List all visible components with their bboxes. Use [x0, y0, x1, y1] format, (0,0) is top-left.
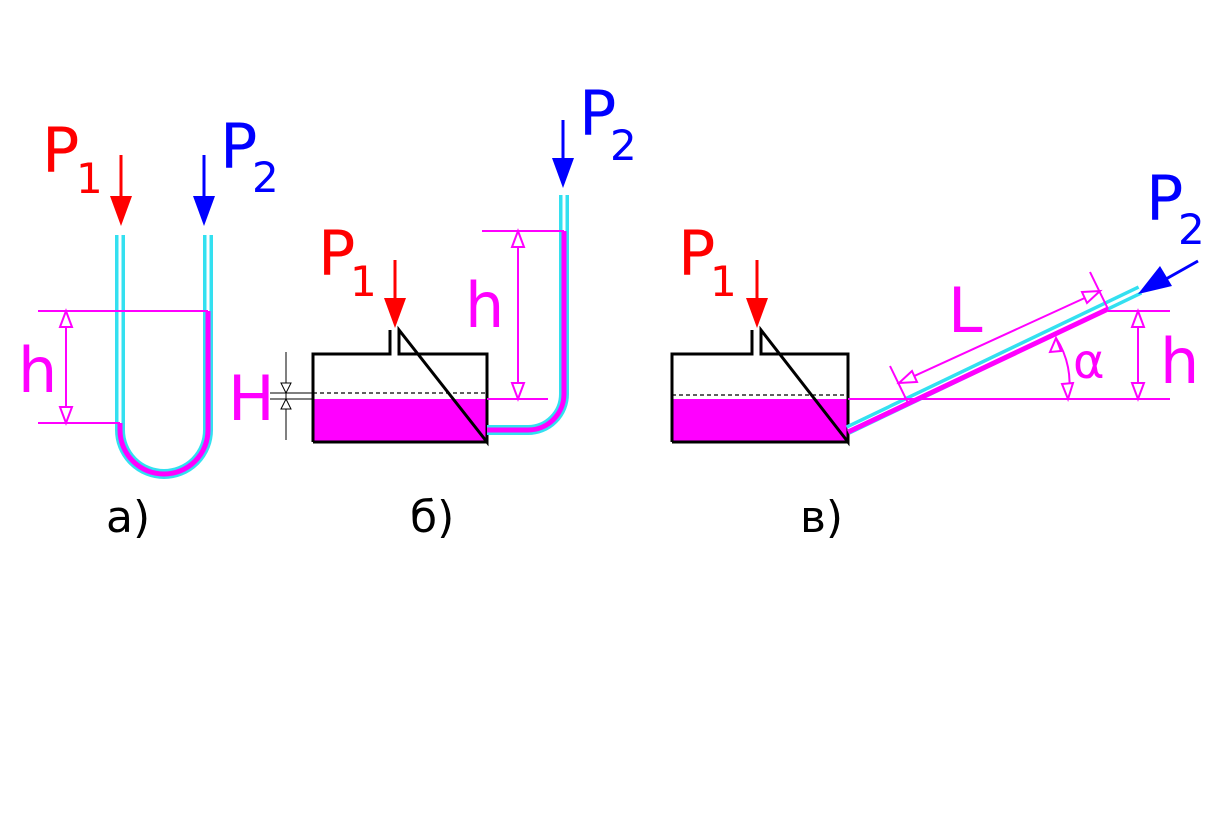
p2-arrow-head: [193, 196, 215, 226]
cup-p2-label: P: [579, 77, 616, 150]
inc-p2-subscript: 2: [1178, 205, 1205, 254]
inc-p1-subscript: 1: [710, 257, 737, 306]
h-arrow-top: [58, 308, 74, 328]
inc-tube-liquid: [846, 306, 1110, 435]
L-ext-left: [889, 365, 909, 404]
inc-p1-label: P: [678, 217, 715, 290]
inc-vessel-liquid: [672, 399, 848, 442]
caption-a: а): [106, 492, 150, 543]
alpha-label: α: [1073, 334, 1105, 390]
p1-subscript: 1: [76, 154, 103, 203]
inc-h-label: h: [1160, 325, 1199, 398]
h-arrow-bottom: [58, 406, 74, 426]
vessel-liquid: [313, 399, 487, 442]
p1-arrow-head: [110, 196, 132, 226]
u-tube-manometer: P 1 P 2 h а): [18, 110, 279, 543]
inc-vessel-outline: [670, 325, 850, 447]
cup-p1-subscript: 1: [350, 257, 377, 306]
p2-label: P: [220, 110, 257, 183]
caption-b: б): [410, 492, 454, 543]
u-tube-cyan: [115, 235, 213, 479]
L-arrow-right: [1080, 289, 1103, 305]
H-arrow-bottom: [280, 397, 292, 410]
p2-subscript: 2: [252, 153, 279, 202]
inc-h-arrow-top: [1130, 308, 1146, 328]
inc-p2-arrow-head: [1138, 266, 1172, 294]
inclined-manometer: P 1 P 2 L α h в): [670, 162, 1205, 543]
alpha-arrow-top: [1048, 335, 1063, 354]
H-label: H: [228, 362, 275, 435]
inc-h-arrow-bottom: [1130, 382, 1146, 402]
L-arrow-left: [896, 369, 919, 385]
L-label: L: [948, 274, 983, 347]
caption-c: в): [800, 492, 843, 543]
H-arrow-top: [280, 382, 292, 395]
cup-manometer: P 1 P 2 h H б): [228, 77, 637, 543]
cup-p2-subscript: 2: [610, 121, 637, 170]
cup-h-arrow-top: [510, 228, 526, 248]
cup-p2-arrow-head: [552, 158, 574, 188]
p1-label: P: [42, 114, 79, 187]
inc-p2-label: P: [1146, 162, 1183, 235]
alpha-arrow-bottom: [1060, 381, 1075, 402]
u-tube-inner: [118, 235, 210, 476]
cup-tube-liquid: [487, 231, 567, 433]
cup-p1-label: P: [318, 217, 355, 290]
cup-p1-arrow-head: [384, 298, 406, 328]
L-dimension: [898, 290, 1101, 384]
inc-p1-arrow-head: [746, 298, 768, 328]
cup-h-label: h: [465, 269, 504, 342]
h-label: h: [18, 334, 57, 407]
vessel-outline: [311, 325, 489, 447]
u-tube-liquid: [117, 311, 211, 477]
inc-p2-arrow-shaft: [1165, 259, 1199, 281]
cup-h-arrow-bottom: [510, 382, 526, 402]
